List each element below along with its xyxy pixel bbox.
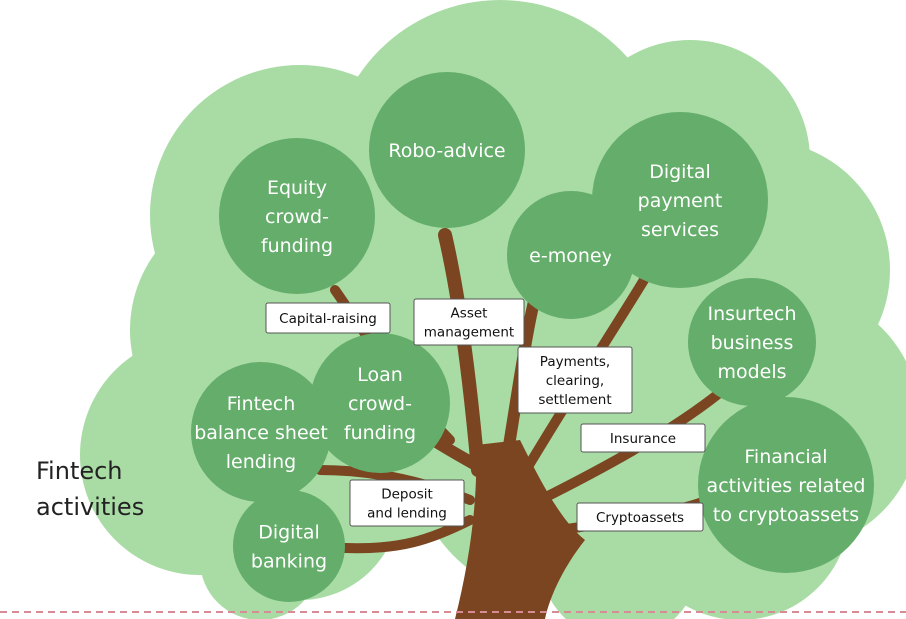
circle-shape <box>592 112 768 288</box>
label-capital-raising: Capital-raising <box>265 302 391 334</box>
label-insurance: Insurance <box>580 423 706 453</box>
circle-loan-crowdfunding: Loan crowd-funding <box>310 333 450 473</box>
circle-text: Equity <box>267 177 327 199</box>
circle-shape <box>310 333 450 473</box>
label-text: clearing, <box>546 373 604 389</box>
circle-text: lending <box>226 451 296 473</box>
label-box <box>580 423 706 453</box>
circle-text: payment <box>638 190 723 212</box>
label-text: Deposit <box>381 487 433 503</box>
circle-text: crowd- <box>348 393 412 415</box>
circle-fintech-balance-sheet-lending: Fintech balance sheet lending <box>191 362 331 502</box>
circle-text: balance sheet <box>194 422 328 444</box>
circle-text: funding <box>261 235 333 257</box>
circle-text: activities related <box>707 475 866 497</box>
circle-text: e-money <box>529 245 613 267</box>
circle-insurtech-business-models: Insurtech business models <box>688 278 816 406</box>
circle-text: business <box>711 332 794 354</box>
label-text: and lending <box>367 506 447 522</box>
circle-robo-advice: Robo-advice <box>369 72 525 228</box>
circle-text: models <box>717 361 786 383</box>
label-text: Capital-raising <box>279 311 377 327</box>
circle-text: banking <box>251 551 327 573</box>
circle-shape <box>219 138 375 294</box>
circle-shape <box>369 72 525 228</box>
circle-shape <box>233 490 345 602</box>
label-cryptoassets: Cryptoassets <box>576 502 704 532</box>
circle-equity-crowdfunding: Equity crowd-funding <box>219 138 375 294</box>
circle-text: Financial <box>744 446 827 468</box>
label-box <box>349 479 465 527</box>
label-text: management <box>424 325 514 341</box>
circle-text: to cryptoassets <box>713 504 859 526</box>
label-box <box>413 298 525 346</box>
label-deposit-and-lending: Deposit and lending <box>349 479 465 527</box>
label-text: settlement <box>538 392 611 408</box>
label-text: Insurance <box>610 431 676 447</box>
circle-text: Fintech <box>227 393 296 415</box>
label-box <box>576 502 704 532</box>
circle-text: crowd- <box>265 206 329 228</box>
fintech-activities-label: Fintech activities <box>36 457 145 521</box>
activity-circles: Equitycrowd-fundingRobo-advicee-moneyDig… <box>191 72 874 602</box>
label-text: Asset <box>451 306 488 322</box>
circle-shape <box>191 362 331 502</box>
circle-text: funding <box>344 422 416 444</box>
label-box <box>265 302 391 334</box>
circle-shape <box>688 278 816 406</box>
circle-text: Digital <box>258 522 320 544</box>
circle-text: Digital <box>649 161 711 183</box>
circle-shape <box>698 397 874 573</box>
label-asset-management: Asset management <box>413 298 525 346</box>
circle-digital-banking: Digital banking <box>233 490 345 602</box>
circle-text: Loan <box>357 364 403 386</box>
circle-text: Insurtech <box>707 303 796 325</box>
label-text: Payments, <box>540 354 610 370</box>
circle-text: services <box>641 219 719 241</box>
label-box <box>517 346 633 414</box>
label-text: Cryptoassets <box>596 510 684 526</box>
circle-financial-activities-cryptoassets: Financial activities related to cryptoasse… <box>698 397 874 573</box>
circle-text: Robo-advice <box>388 140 505 162</box>
circle-digital-payment-services: Digital payment services <box>592 112 768 288</box>
label-payments-clearing-settlement: Payments, clearing, settlement <box>517 346 633 414</box>
trunk-body <box>455 440 585 619</box>
